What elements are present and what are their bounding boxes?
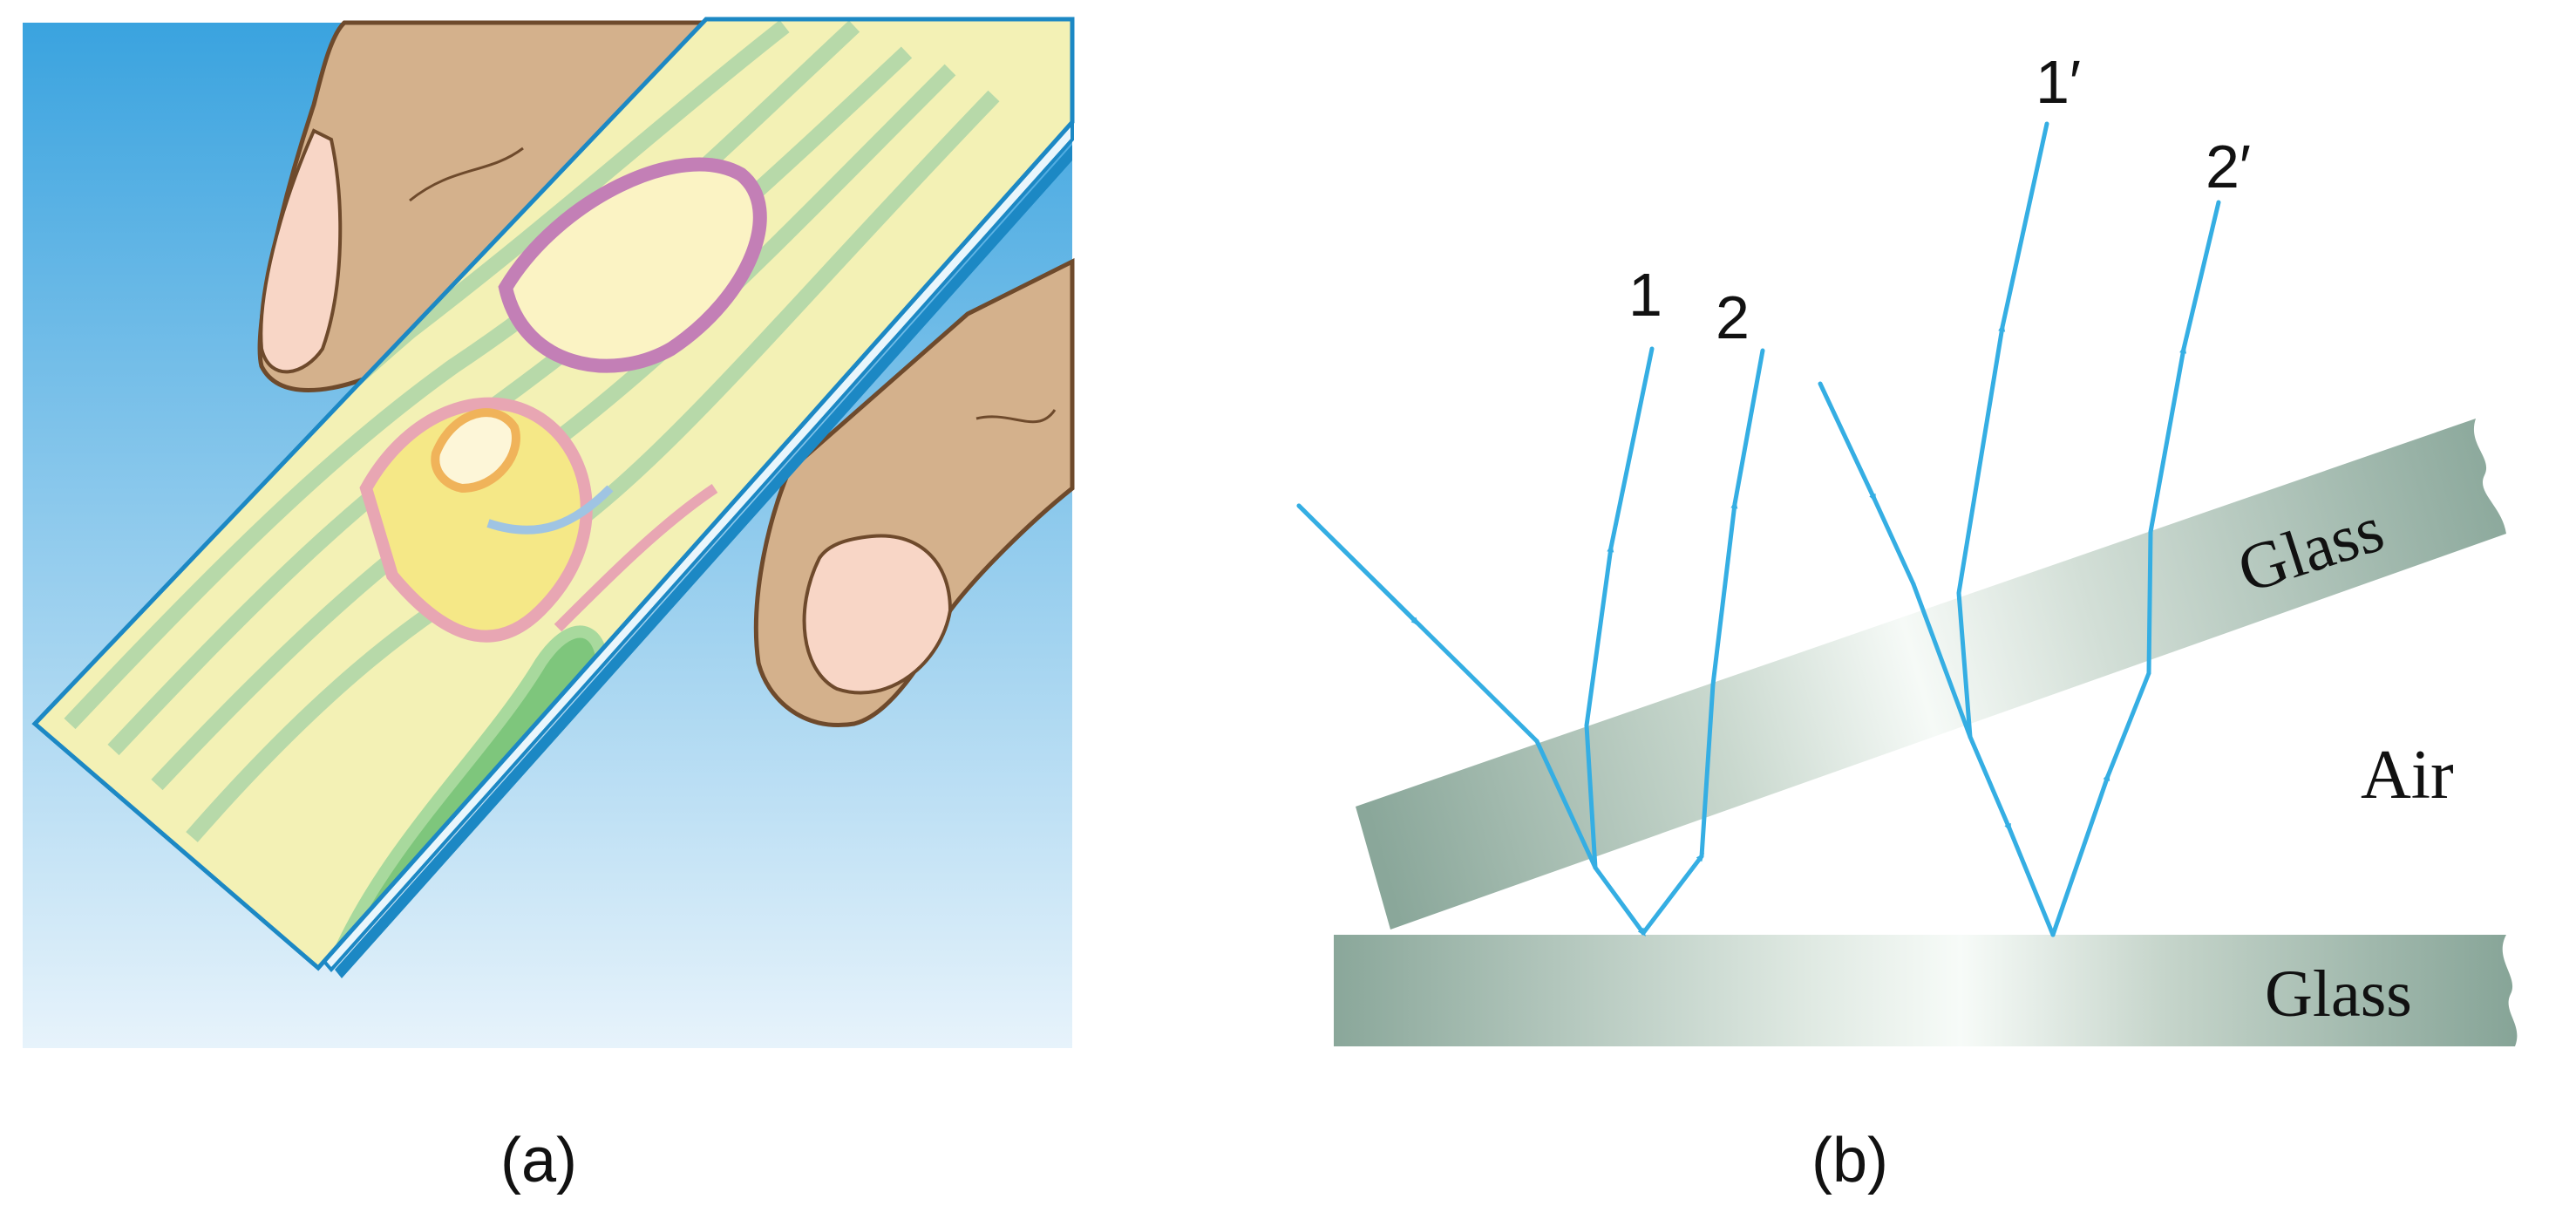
thumb: [753, 257, 1075, 727]
air-ray-down-right-tail: [2007, 826, 2056, 937]
outgoing-ray-2-prime: [2148, 344, 2187, 535]
lower-glass-slab: [1334, 935, 2518, 1046]
ray-1-label: 1: [1628, 261, 1662, 329]
outgoing-ray-2-tail: [1732, 348, 1765, 507]
refracted-ray-right: [1911, 582, 1973, 739]
air-label: Air: [2361, 737, 2454, 814]
outgoing-ray-1-prime-tail: [2000, 121, 2049, 330]
left-ray-pair: [1296, 346, 1765, 937]
incident-ray-right: [1818, 381, 1877, 503]
air-ray-up-right: [2050, 772, 2110, 937]
air-ray-down-right: [1968, 734, 2012, 833]
outgoing-ray-2: [1710, 500, 1738, 687]
fingernail: [259, 128, 343, 374]
back-plate-edge-2: [335, 145, 1072, 978]
outgoing-ray-1: [1584, 543, 1614, 870]
glass-ray-up-right: [2146, 529, 2153, 676]
panel-b-diagram: Glass Air Glass 1 2 1′ 2′: [1296, 48, 2518, 1046]
ray-1-prime-label: 1′: [2036, 48, 2081, 116]
incident-ray-left-arrow: [1296, 503, 1420, 626]
air-ray-down-left: [1593, 865, 1646, 937]
ray-2-label: 2: [1716, 283, 1750, 351]
refracted-ray-left: [1534, 739, 1598, 870]
thumb-crease: [975, 409, 1057, 424]
air-ray-up-left: [1641, 853, 1705, 936]
ray-2-prime-label: 2′: [2206, 133, 2251, 201]
thumbnail: [802, 534, 953, 695]
outgoing-ray-1-tail: [1608, 346, 1655, 550]
panel-a-illustration: [23, 17, 1075, 1048]
upper-glass-slab: [1356, 419, 2506, 930]
incident-ray-right-tail: [1872, 496, 1916, 587]
outgoing-ray-1-prime: [1956, 323, 2006, 739]
caption-b: (b): [1811, 1126, 1888, 1195]
right-ray-pair: [1818, 121, 2221, 937]
outgoing-ray-2-prime-tail: [2181, 200, 2221, 351]
knuckle-line: [409, 146, 524, 202]
air-ray-up-right-tail: [2105, 671, 2151, 779]
front-plate-outline: [31, 17, 1075, 971]
caption-a: (a): [500, 1126, 577, 1195]
lower-glass-label: Glass: [2265, 957, 2412, 1031]
glass-ray-up-left: [1699, 682, 1716, 859]
